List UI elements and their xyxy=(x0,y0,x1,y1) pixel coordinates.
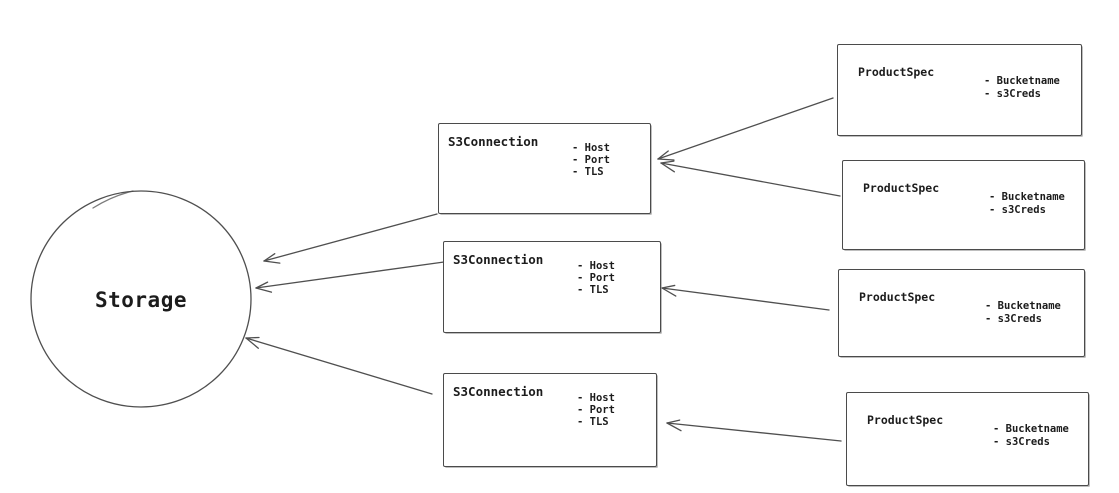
node-title: ProductSpec xyxy=(863,181,940,195)
node-attribute: - Host xyxy=(577,260,615,272)
productspec-node-4: ProductSpec - Bucketname - s3Creds xyxy=(846,392,1089,486)
arrow-edge xyxy=(661,284,830,311)
arrow-edge xyxy=(255,261,445,293)
node-attribute: - s3Creds xyxy=(989,203,1046,216)
node-title: S3Connection xyxy=(453,252,544,267)
node-title: ProductSpec xyxy=(858,65,935,79)
node-attribute: - s3Creds xyxy=(985,312,1042,325)
node-attribute: - Bucketname xyxy=(989,191,1065,203)
node-title: S3Connection xyxy=(448,134,539,149)
s3connection-node-3: S3Connection - Host - Port - TLS xyxy=(443,373,657,467)
storage-circle xyxy=(30,190,252,408)
node-attribute: - Bucketname xyxy=(984,75,1060,87)
node-attribute: - Port xyxy=(577,272,615,284)
node-attribute: - TLS xyxy=(577,284,609,296)
productspec-node-3: ProductSpec - Bucketname - s3Creds xyxy=(838,269,1085,357)
node-title: ProductSpec xyxy=(859,290,936,304)
s3connection-node-1: S3Connection - Host - Port - TLS xyxy=(438,123,651,214)
sketch-overlap-stroke xyxy=(92,190,134,209)
node-attribute: - Bucketname xyxy=(993,423,1069,435)
s3connection-node-2: S3Connection - Host - Port - TLS xyxy=(443,241,661,333)
node-attributes: - Host - Port - TLS xyxy=(572,142,610,178)
productspec-node-1: ProductSpec - Bucketname - s3Creds xyxy=(837,44,1082,136)
node-title: S3Connection xyxy=(453,384,544,399)
node-attribute: - Port xyxy=(577,404,615,416)
arrow-edge xyxy=(657,97,834,161)
node-attributes: - Bucketname - s3Creds xyxy=(989,191,1065,216)
node-attribute: - Bucketname xyxy=(985,300,1061,312)
node-attributes: - Bucketname - s3Creds xyxy=(985,300,1061,325)
productspec-node-2: ProductSpec - Bucketname - s3Creds xyxy=(842,160,1085,250)
arrow-edge xyxy=(666,419,842,442)
node-attributes: - Bucketname - s3Creds xyxy=(984,75,1060,100)
node-attributes: - Host - Port - TLS xyxy=(577,392,615,428)
node-attribute: - TLS xyxy=(577,416,609,428)
node-attribute: - Host xyxy=(572,142,610,154)
node-attribute: - s3Creds xyxy=(993,435,1050,448)
node-attribute: - s3Creds xyxy=(984,87,1041,100)
node-title: ProductSpec xyxy=(867,413,944,427)
node-attributes: - Host - Port - TLS xyxy=(577,260,615,296)
node-attributes: - Bucketname - s3Creds xyxy=(993,423,1069,448)
arrow-edge xyxy=(245,336,433,395)
node-attribute: - TLS xyxy=(572,166,604,178)
arrow-edge xyxy=(263,213,438,264)
arrow-edge xyxy=(660,160,841,197)
node-attribute: - Host xyxy=(577,392,615,404)
storage-node-label: Storage xyxy=(94,287,187,312)
storage-node: Storage xyxy=(31,192,251,407)
node-attribute: - Port xyxy=(572,154,610,166)
